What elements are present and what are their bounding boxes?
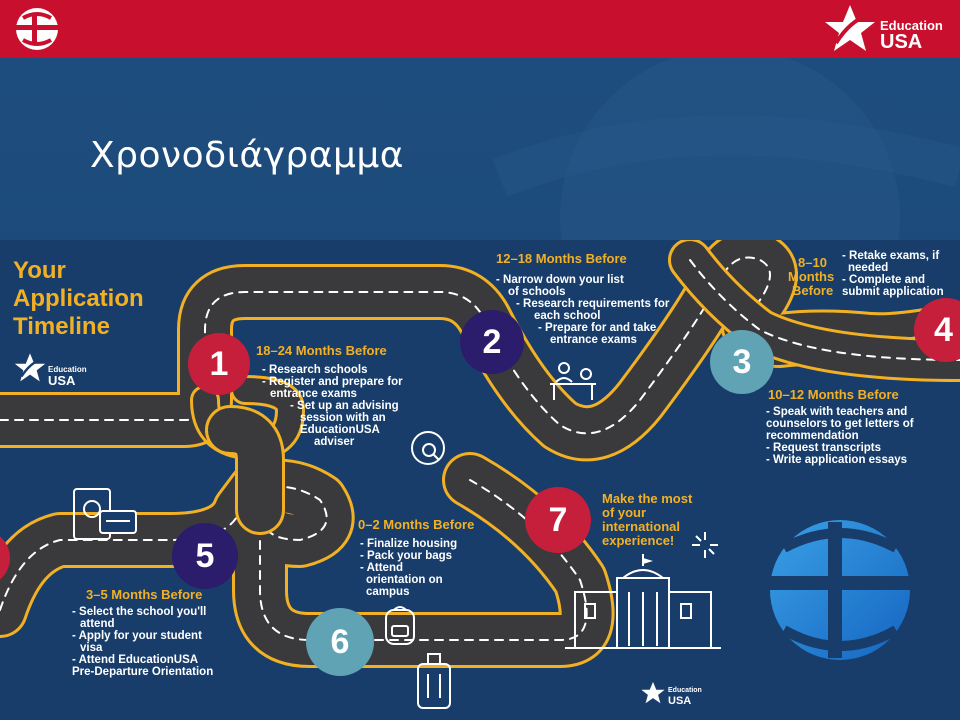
step-3-badge: 3 bbox=[710, 330, 774, 394]
fireworks-icon bbox=[692, 532, 718, 558]
step-6-item: - Attend bbox=[360, 562, 404, 574]
step-3-item: counselors to get letters of bbox=[766, 418, 914, 430]
step-3-item: - Write application essays bbox=[766, 454, 908, 466]
globe-logo-icon bbox=[766, 520, 914, 660]
step-7-heading: of your bbox=[602, 505, 647, 520]
step-1-heading: 18–24 Months Before bbox=[256, 343, 387, 358]
timeline-title-line1: Your bbox=[13, 257, 66, 284]
step-2-item: - Narrow down your list bbox=[496, 274, 624, 286]
step-2-item: - Research requirements for bbox=[516, 298, 670, 310]
logo-text-large: USA bbox=[48, 373, 76, 388]
step-7-heading: international bbox=[602, 519, 681, 534]
step-3-item: - Request transcripts bbox=[766, 442, 882, 454]
step-partial-badge bbox=[0, 530, 10, 586]
step-7-heading: Make the most bbox=[602, 491, 693, 506]
timeline-title-line2: Application bbox=[13, 285, 144, 312]
education-usa-star-icon bbox=[825, 5, 875, 51]
step-3-item: recommendation bbox=[766, 430, 859, 442]
top-banner: Education USA bbox=[0, 0, 960, 58]
step-3-item: - Speak with teachers and bbox=[766, 406, 908, 418]
backpack-icon bbox=[385, 606, 415, 645]
step-1-item: session with an bbox=[300, 412, 386, 424]
globe-search-icon bbox=[411, 431, 445, 465]
step-6-badge: 6 bbox=[306, 608, 374, 676]
step-5-item: visa bbox=[80, 642, 103, 654]
logo-text-large: USA bbox=[668, 695, 692, 707]
logo-text-small: Education bbox=[668, 687, 702, 694]
step-6-heading: 0–2 Months Before bbox=[358, 517, 475, 532]
brand-text-small: Education bbox=[880, 18, 943, 33]
step-4-item: - Retake exams, if bbox=[842, 250, 940, 262]
step-3-heading: 10–12 Months Before bbox=[768, 387, 899, 402]
step-2-item: entrance exams bbox=[550, 334, 637, 346]
step-4-heading: Before bbox=[792, 283, 834, 298]
page-title: Χρονοδιάγραμμα bbox=[90, 135, 405, 176]
suitcase-icon bbox=[417, 653, 451, 709]
step-5-badge: 5 bbox=[172, 523, 238, 589]
step-5-item: - Apply for your student bbox=[72, 630, 202, 642]
step-1-badge: 1 bbox=[188, 333, 250, 395]
step-4-item: submit application bbox=[842, 286, 944, 298]
step-7-heading: experience! bbox=[602, 533, 675, 548]
step-2-heading: 12–18 Months Before bbox=[496, 251, 627, 266]
brand-text-large: USA bbox=[880, 31, 923, 53]
university-building-icon bbox=[565, 554, 721, 649]
step-4-heading: 8–10 bbox=[798, 255, 827, 270]
education-usa-star-icon bbox=[14, 353, 46, 382]
step-4-badge: 4 bbox=[914, 298, 960, 362]
step-4-heading: Months bbox=[788, 269, 835, 284]
step-1-item: - Set up an advising bbox=[290, 400, 399, 412]
step-2-badge: 2 bbox=[460, 310, 524, 374]
step-4-item: - Complete and bbox=[842, 274, 926, 286]
step-5-item: - Attend EducationUSA bbox=[72, 654, 199, 666]
student-desk-icon bbox=[550, 362, 596, 400]
step-2-item: of schools bbox=[508, 286, 566, 298]
logo-text-small: Education bbox=[48, 365, 87, 374]
step-5-item: - Select the school you'll bbox=[72, 606, 207, 618]
step-1-item: EducationUSA bbox=[300, 424, 380, 436]
step-7-badge: 7 bbox=[525, 487, 591, 553]
step-5-heading: 3–5 Months Before bbox=[86, 587, 203, 602]
step-6-item: orientation on bbox=[366, 574, 443, 586]
step-1-item: - Research schools bbox=[262, 364, 368, 376]
step-5-item: Pre-Departure Orientation bbox=[72, 666, 214, 678]
timeline-title-line3: Timeline bbox=[13, 313, 110, 340]
step-1-item: adviser bbox=[314, 436, 355, 448]
step-5-item: attend bbox=[80, 618, 115, 630]
step-2-item: - Prepare for and take bbox=[538, 322, 657, 334]
step-1-item: entrance exams bbox=[270, 388, 357, 400]
step-1-item: - Register and prepare for bbox=[262, 376, 403, 388]
step-4-item: needed bbox=[848, 262, 889, 274]
step-2-item: each school bbox=[534, 310, 601, 322]
passport-icon bbox=[73, 488, 137, 540]
step-6-item: campus bbox=[366, 586, 410, 598]
step-6-item: - Finalize housing bbox=[360, 538, 458, 550]
step-6-item: - Pack your bags bbox=[360, 550, 453, 562]
education-usa-star-icon bbox=[641, 681, 665, 704]
globe-logo-icon bbox=[16, 8, 58, 50]
